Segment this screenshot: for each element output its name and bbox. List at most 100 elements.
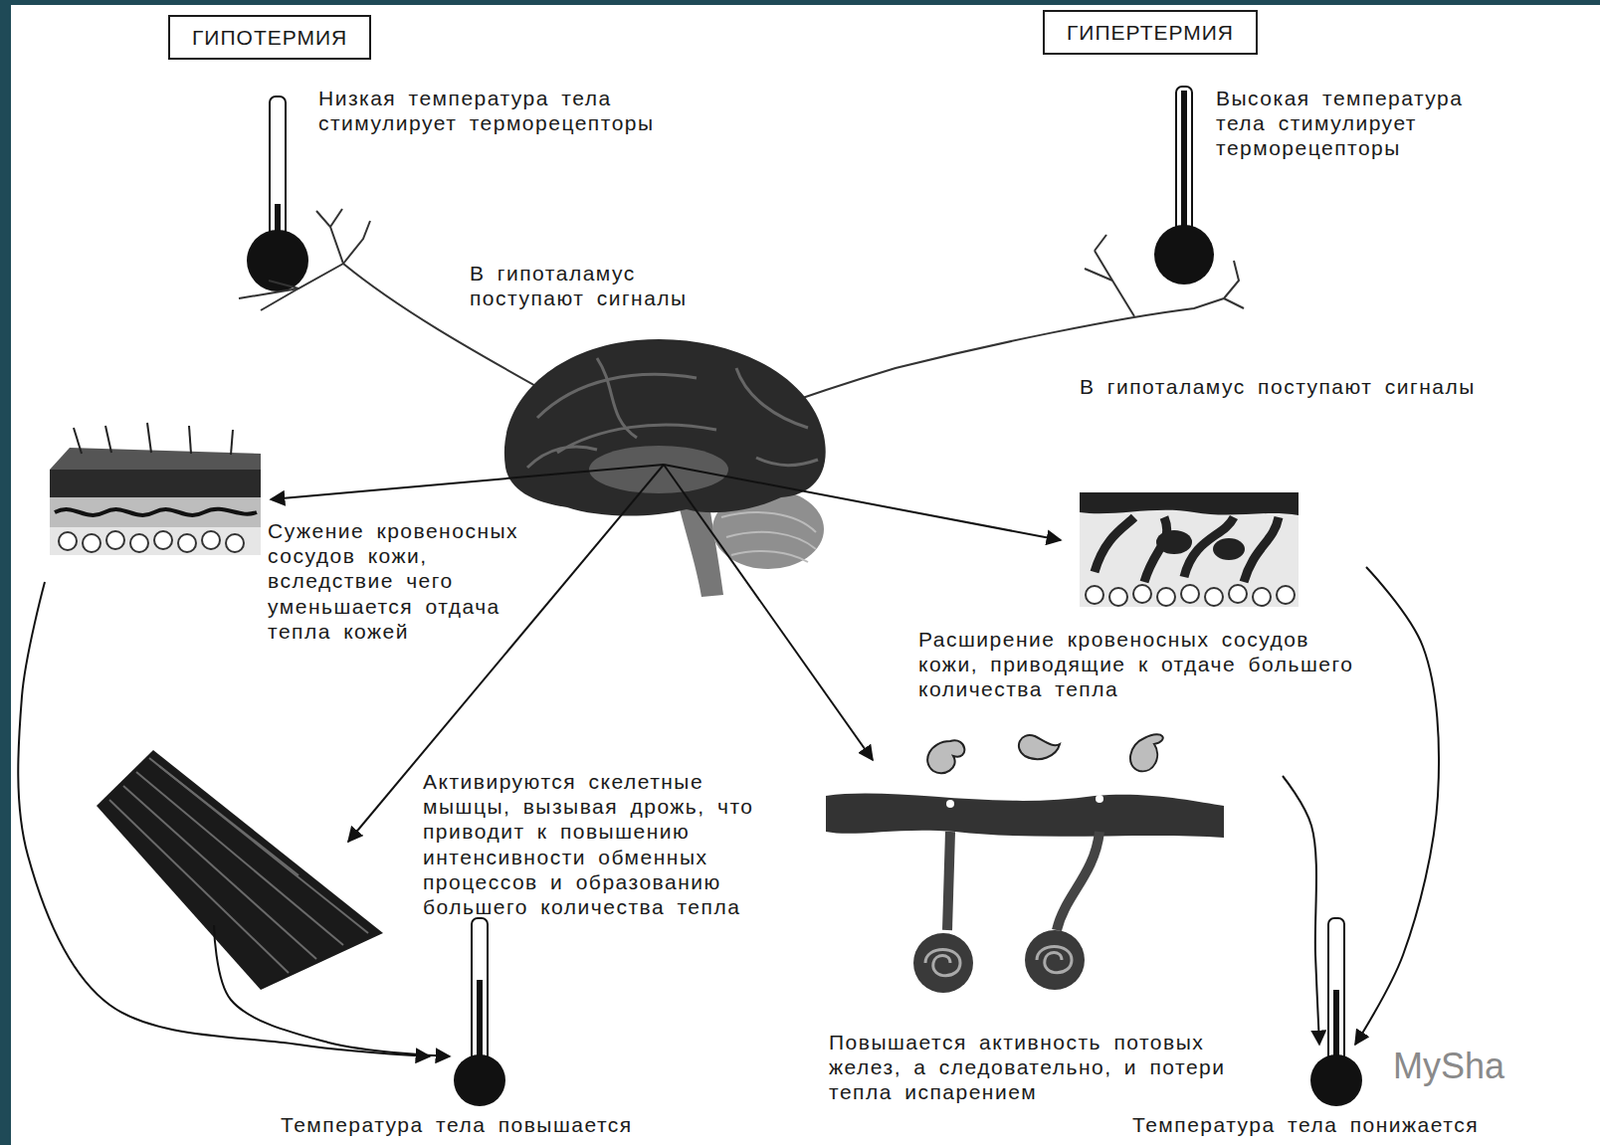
result-group: Температура тела повышается — [276, 1056, 639, 1141]
skin-block-warm — [1085, 586, 1104, 604]
skin-block-warm — [1212, 538, 1245, 561]
thermometer-high — [1181, 90, 1188, 240]
hypothalamus-arrows — [663, 464, 873, 761]
caption-text: Сужение кровеносных сосудов кожи, вследс… — [267, 518, 552, 644]
nerve-left — [330, 208, 343, 227]
skin-block-warm — [1204, 588, 1223, 606]
sweat-gland — [927, 740, 965, 774]
caption-text: Активируются скелетные мышцы, вызывая др… — [422, 769, 782, 920]
skin-block-cold — [106, 531, 125, 550]
skin-block-cold — [154, 531, 173, 550]
brain — [504, 339, 826, 517]
brain — [721, 512, 816, 563]
receptor-note: Высокая температура тела стимулирует тер… — [1215, 85, 1515, 162]
sweat-gland — [1056, 831, 1100, 931]
muscle-bundle — [109, 800, 289, 974]
skin-block-warm — [1094, 517, 1279, 583]
skin-block-cold — [49, 469, 261, 498]
skin-block-warm — [1109, 588, 1128, 606]
skin-block-cold — [73, 422, 233, 455]
effector-group: Сужение кровеносных сосудов кожи, вследс… — [44, 433, 558, 647]
brain — [527, 358, 818, 468]
skin-block-warm — [1228, 585, 1247, 603]
skin-block-cold — [54, 509, 257, 516]
skin-block-warm — [1157, 588, 1176, 606]
skin-block-cold — [73, 427, 82, 454]
signal-note: В гипоталамус поступают сигналы — [1079, 374, 1476, 400]
nerve-right — [1084, 268, 1113, 281]
flow-arrow — [1282, 776, 1320, 1045]
skin-block-cold — [82, 534, 101, 553]
thermometer-up — [471, 918, 488, 1068]
sweat-gland — [825, 734, 1224, 994]
skin-block-warm — [1252, 588, 1271, 606]
thermometer-high — [1154, 86, 1214, 285]
skin-block-cold — [178, 534, 197, 553]
sweat-gland — [1018, 735, 1060, 760]
skin-block-warm — [1181, 585, 1200, 603]
muscle-bundle — [123, 786, 317, 960]
skin-block-cold — [189, 425, 192, 454]
muscle-bundle — [109, 758, 369, 974]
nerve-right — [1094, 250, 1135, 317]
effector-group: Расширение кровеносных сосудов кожи, при… — [913, 479, 1367, 709]
nerve-left — [343, 220, 371, 264]
flow-arrow — [213, 925, 450, 1057]
thermometer-down — [1328, 918, 1345, 1068]
hypothalamus-arrows — [270, 464, 664, 500]
sweat-gland — [825, 794, 1224, 838]
hypothalamus-arrows — [663, 464, 1061, 541]
nerve-left — [316, 210, 344, 264]
caption-text: Повышается активность потовых желез, а с… — [828, 1029, 1277, 1106]
sweat-gland — [1095, 795, 1104, 803]
skin-block-cold — [49, 422, 261, 556]
watermark: MySha — [1393, 1044, 1505, 1088]
thermometer-low — [246, 229, 309, 292]
skin-block-warm — [1276, 586, 1295, 604]
skin-block-warm — [1079, 492, 1299, 607]
thermometer-high — [1154, 224, 1214, 285]
skin-block-cold — [201, 531, 220, 550]
skin-block-cold — [105, 425, 112, 453]
thermometer-up — [476, 980, 483, 1065]
state-box: ГИПОТЕРМИЯ — [168, 14, 372, 60]
thermometer-down — [1333, 990, 1340, 1065]
sweat-gland — [947, 831, 951, 931]
receptor-note: Низкая температура тела стимулирует терм… — [318, 85, 737, 136]
skin-block-warm — [1085, 585, 1295, 606]
sweat-gland — [927, 734, 1164, 774]
thermometer-up — [453, 918, 506, 1107]
nerve-left — [268, 280, 299, 289]
sweat-gland — [1036, 947, 1072, 974]
state-title: ГИПЕРТЕРМИЯ — [1066, 19, 1234, 45]
sweat-gland — [913, 933, 974, 994]
thermometer-down — [1310, 1054, 1363, 1107]
sweat-gland — [1024, 930, 1085, 991]
skin-block-cold — [130, 534, 149, 553]
skin-block-warm — [1079, 492, 1299, 516]
muscle-bundle — [159, 766, 299, 876]
muscle-bundle — [136, 772, 344, 946]
skin-block-cold — [58, 531, 244, 553]
caption-text: Расширение кровеносных сосудов кожи, при… — [918, 626, 1357, 703]
signal-note: В гипоталамус поступают сигналы — [469, 260, 739, 311]
sweat-gland — [946, 800, 955, 808]
thermometer-low — [246, 96, 309, 292]
thermometer-up — [453, 1054, 506, 1107]
caption-text: Температура тела повышается — [280, 1112, 633, 1138]
skin-block-cold — [49, 497, 261, 528]
muscle-bundle — [96, 750, 384, 991]
effector-group: Повышается активность потовых желез, а с… — [820, 731, 1283, 1110]
sweat-gland — [925, 950, 961, 977]
skin-block-warm — [1079, 492, 1299, 607]
skin-block-cold — [49, 527, 261, 556]
skin-block-cold — [230, 429, 233, 455]
flow-arrow — [1355, 567, 1439, 1045]
skin-block-warm — [1156, 530, 1193, 555]
skin-block-cold — [225, 534, 244, 553]
sweat-gland — [1130, 734, 1164, 772]
nerve-right — [1223, 260, 1239, 299]
